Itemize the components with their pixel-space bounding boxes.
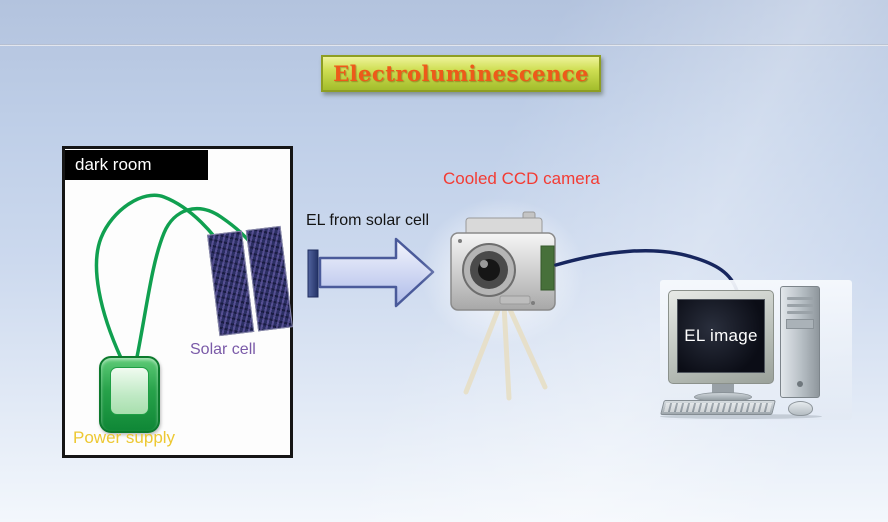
power-supply-label: Power supply [73,428,176,447]
solar-cell-image [207,225,293,337]
slide-title: Electroluminescence [333,61,589,86]
divider-line [0,44,888,46]
el-arrow [307,237,435,308]
tower-drive-bay [786,319,814,329]
arrow-source-bar [307,249,319,298]
monitor-screen: EL image [677,299,765,373]
ccd-camera-icon [450,211,556,311]
power-supply-icon [99,356,160,433]
ccd-camera-label: Cooled CCD camera [443,169,600,188]
camera-glow [420,198,584,346]
power-supply-screen [110,367,149,415]
mouse-icon [788,401,813,416]
dark-room-label: dark room [65,150,208,180]
right-arrow-icon [318,237,435,308]
tower-slot [787,304,813,307]
title-banner: Electroluminescence [321,55,601,92]
el-image-label: EL image [684,326,758,345]
monitor-stand-neck [712,384,734,393]
tripod-icon [463,302,548,401]
computer-shadow [660,414,822,419]
el-arrow-label: EL from solar cell [306,212,429,229]
solar-cell-label: Solar cell [190,341,256,358]
computer-tower-icon [780,286,820,398]
dark-room-label-text: dark room [75,155,152,174]
computer-image: EL image [660,280,852,420]
tower-slot [787,297,813,300]
tower-power-button [797,381,803,387]
monitor-icon: EL image [668,290,774,384]
keyboard-icon [660,400,776,415]
tower-slot [787,311,813,314]
